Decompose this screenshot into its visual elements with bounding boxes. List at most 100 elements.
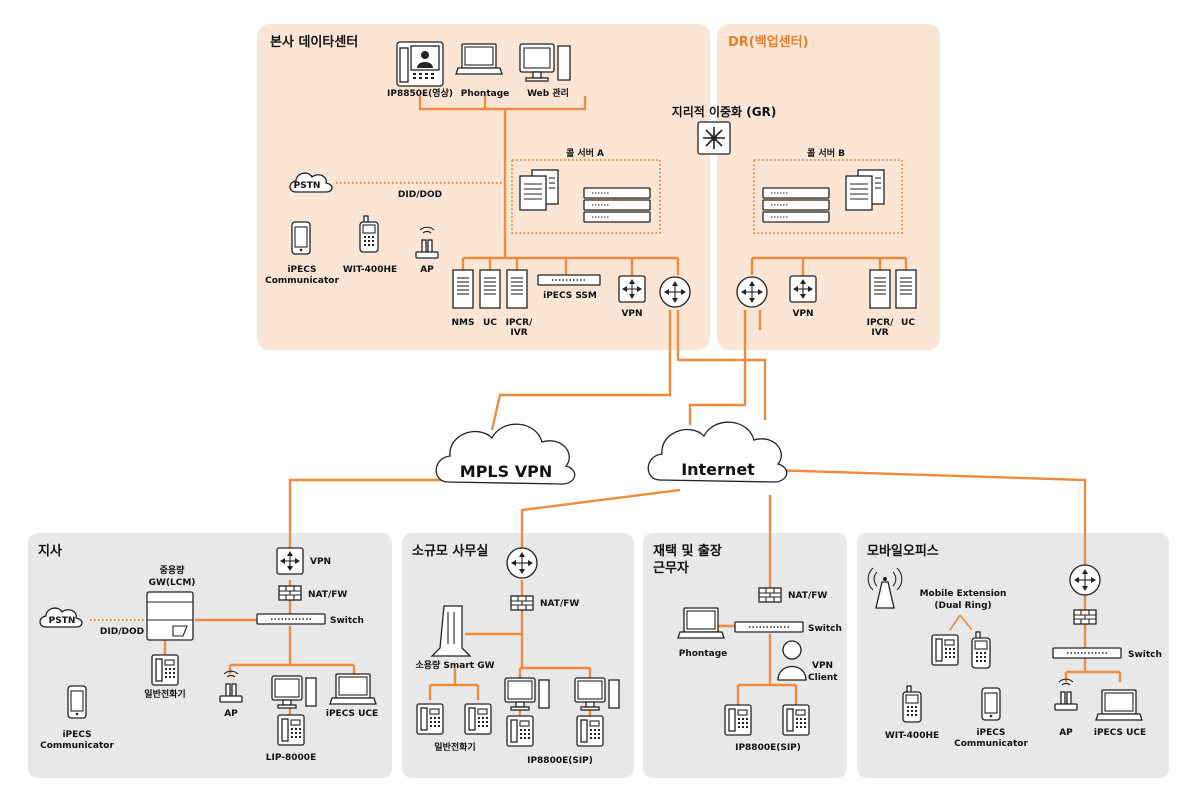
label-mo-switch: Switch <box>1128 650 1162 660</box>
branch-vpn-icon <box>276 547 304 575</box>
dual-ring-lines <box>949 614 973 631</box>
label-br-switch: Switch <box>330 616 364 626</box>
label-call-server-a: 콜 서버 A <box>566 147 604 159</box>
mobile-router-icon <box>1069 564 1101 596</box>
home-ip-phone-1-icon <box>724 704 752 736</box>
label-sm-gw: 소용량 Smart GW <box>415 659 494 671</box>
label-br-lip: LIP-8000E <box>266 753 316 763</box>
zone-title-home-line1: 재택 및 출장 <box>653 543 722 559</box>
dr-router-icon <box>736 276 768 308</box>
web-admin-pc-icon <box>519 43 571 82</box>
call-server-b-rack-icon <box>762 187 830 223</box>
label-hq-communicator-2: Communicator <box>265 276 339 286</box>
zone-dr <box>717 24 940 350</box>
branch-ucе-laptop-icon <box>329 673 377 705</box>
label-br-gw-1: 중용량 <box>160 564 186 576</box>
mobile-switch-icon <box>1052 647 1122 659</box>
label-hq-wit: WIT-400HE <box>343 265 397 275</box>
nms-server-icon <box>452 269 474 309</box>
communicator-mobile-icon <box>291 221 311 255</box>
zone-hq <box>257 24 710 350</box>
call-server-a-docs-icon <box>519 169 559 211</box>
phontage-icon <box>455 43 503 75</box>
label-ho-phontage: Phontage <box>679 649 728 659</box>
label-ho-natfw: NAT/FW <box>788 591 827 601</box>
zone-title-hq: 본사 데이타센터 <box>270 34 358 50</box>
small-office-ip-phone-2-icon <box>576 715 604 747</box>
zone-title-small-office: 소규모 사무실 <box>412 543 488 559</box>
connection-lines <box>90 96 1122 716</box>
ssm-server-icon <box>537 274 601 286</box>
label-br-pstn: PSTN <box>49 616 76 626</box>
mobile-desk-phone-icon <box>931 634 959 666</box>
mobile-cordless-icon <box>971 631 991 669</box>
label-mo-communicator-1: iPECS <box>976 728 1005 738</box>
zone-small-office <box>402 533 634 778</box>
label-hq-communicator-1: iPECS <box>287 265 316 275</box>
label-sm-ip8800e: IP8800E(SIP) <box>527 756 593 766</box>
label-br-did-dod: DID/DOD <box>100 627 144 637</box>
cell-tower-icon <box>867 567 903 609</box>
label-mo-uce: iPECS UCE <box>1094 728 1146 738</box>
label-internet: Internet <box>681 460 755 479</box>
label-ho-switch: Switch <box>808 624 842 634</box>
dr-ipcr-server-icon <box>869 269 891 309</box>
zone-title-mobile: 모바일오피스 <box>867 543 939 559</box>
mobile-wit-icon <box>902 685 922 723</box>
label-ip8850e: IP8850E(영상) <box>387 87 453 99</box>
call-server-b-box <box>753 159 903 234</box>
small-office-ip-phone-1-icon <box>506 715 534 747</box>
branch-lip-phone-icon <box>277 714 305 746</box>
mobile-firewall-icon <box>1073 609 1097 625</box>
label-hq-nms: NMS <box>452 318 475 328</box>
mobile-communicator-icon <box>981 687 1001 721</box>
smart-gw-icon <box>430 605 472 657</box>
label-br-vpn: VPN <box>310 557 331 567</box>
branch-communicator-icon <box>67 685 87 719</box>
zone-title-home-line2: 근무자 <box>653 561 689 576</box>
label-sm-natfw: NAT/FW <box>540 599 579 609</box>
branch-gateway-icon <box>146 591 194 641</box>
small-office-router-icon <box>506 547 538 579</box>
dr-uc-server-icon <box>895 269 917 309</box>
label-mpls-vpn: MPLS VPN <box>460 462 552 481</box>
label-dr-ipcr-1: IPCR/ <box>867 318 894 328</box>
wit-cordless-phone-icon <box>359 215 379 253</box>
label-sm-phone: 일반전화기 <box>434 741 475 753</box>
branch-switch-icon <box>256 613 326 625</box>
call-server-a-rack-icon <box>583 187 651 223</box>
label-hq-pstn: PSTN <box>294 181 321 191</box>
label-hq-ipcr-2: IVR <box>510 328 527 338</box>
zone-title-dr: DR(백업센터) <box>728 34 809 50</box>
small-office-phone-2-icon <box>464 703 492 735</box>
label-mo-ap: AP <box>1059 728 1073 738</box>
hq-router-icon <box>659 276 691 308</box>
label-call-server-b: 콜 서버 B <box>807 147 845 159</box>
label-web-admin: Web 관리 <box>527 87 569 99</box>
label-mo-communicator-2: Communicator <box>954 739 1028 749</box>
label-hq-ipcr-1: IPCR/ <box>506 318 533 328</box>
label-dr-uc: UC <box>901 318 915 328</box>
label-phontage: Phontage <box>461 89 510 99</box>
label-hq-ap: AP <box>420 265 434 275</box>
home-ip-phone-2-icon <box>782 704 810 736</box>
mobile-uce-laptop-icon <box>1095 689 1143 721</box>
label-br-communicator-1: iPECS <box>62 730 91 740</box>
label-hq-ssm: iPECS SSM <box>543 291 597 301</box>
label-ho-ip8800e: IP8800E(SIP) <box>735 743 801 753</box>
label-br-ap: AP <box>224 709 238 719</box>
zone-title-branch: 지사 <box>38 543 62 559</box>
label-br-gw-2: GW(LCM) <box>149 578 196 588</box>
branch-firewall-icon <box>278 585 302 601</box>
label-hq-vpn: VPN <box>621 309 642 319</box>
label-geo-redundancy: 지리적 이중화 (GR) <box>672 104 777 119</box>
home-phontage-icon <box>677 607 725 639</box>
gr-switch-icon <box>697 121 731 155</box>
hq-vpn-icon <box>618 275 646 303</box>
small-office-firewall-icon <box>510 595 534 611</box>
ipcr-server-icon <box>506 269 528 309</box>
label-br-natfw: NAT/FW <box>308 590 347 600</box>
label-dr-vpn: VPN <box>792 309 813 319</box>
home-firewall-icon <box>758 587 782 603</box>
vpn-client-user-icon <box>777 640 807 681</box>
